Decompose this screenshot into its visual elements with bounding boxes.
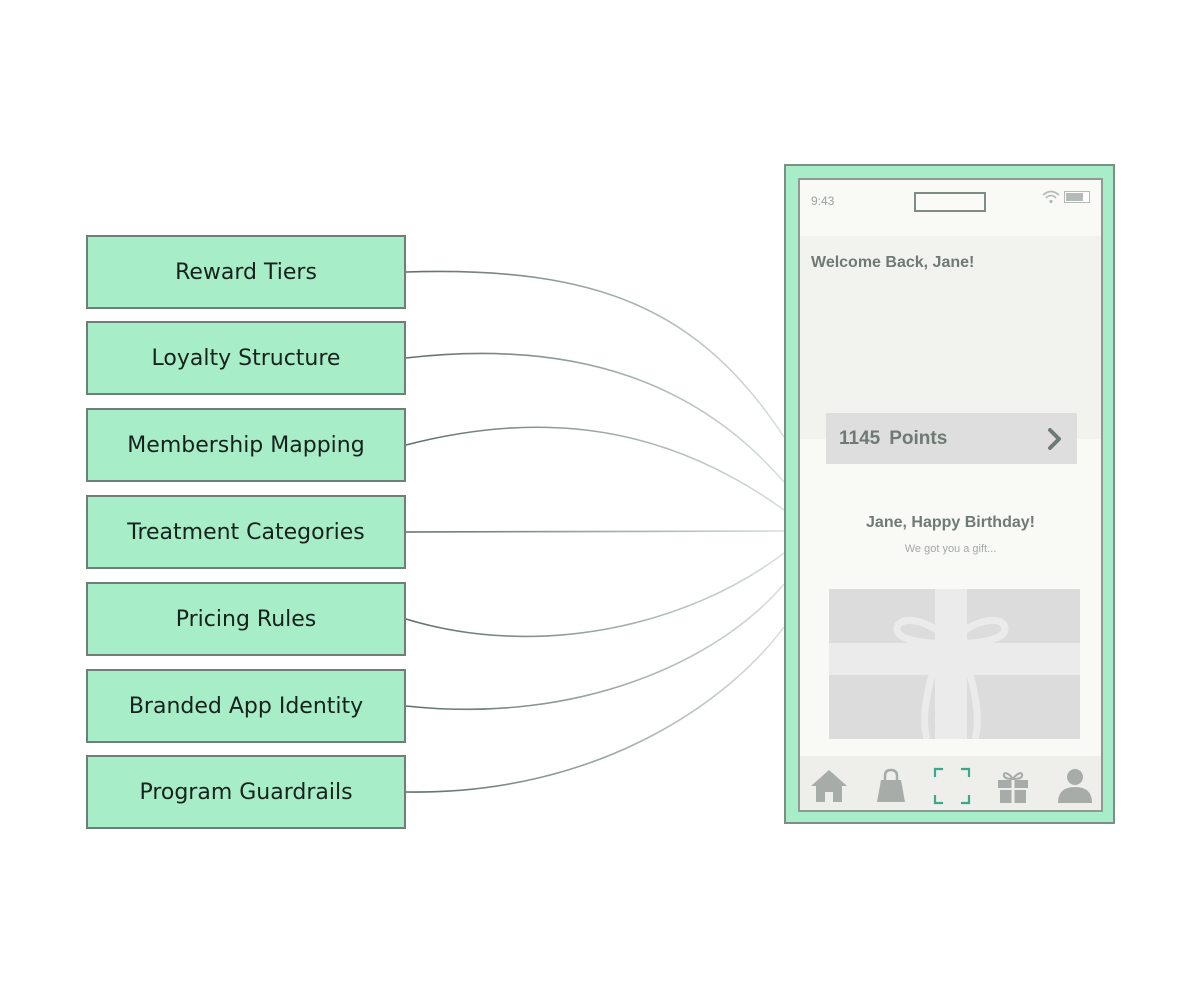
connector-treatment-categories <box>405 530 785 533</box>
tab-rewards[interactable] <box>993 766 1033 806</box>
points-card[interactable]: 1145 Points <box>826 413 1077 464</box>
birthday-title: Jane, Happy Birthday! <box>866 514 1035 531</box>
wifi-icon <box>1042 190 1060 204</box>
feature-box-reward-tiers: Reward Tiers <box>86 235 406 309</box>
shopping-bag-icon <box>877 768 905 802</box>
phone-notch <box>914 192 986 212</box>
battery-icon <box>1064 191 1090 203</box>
connector-membership-mapping <box>405 426 785 511</box>
status-bar: 9:43 <box>800 180 1101 236</box>
feature-box-loyalty-structure: Loyalty Structure <box>86 321 406 395</box>
home-icon <box>811 770 847 802</box>
points-label: Points <box>889 427 948 449</box>
phone-mockup: 9:43 Welcome Back, Jane! 1145 Points <box>784 164 1115 824</box>
profile-icon <box>1058 769 1092 803</box>
feature-label: Reward Tiers <box>175 259 317 285</box>
connector-reward-tiers <box>405 270 785 438</box>
feature-box-treatment-categories: Treatment Categories <box>86 495 406 569</box>
feature-box-program-guardrails: Program Guardrails <box>86 755 406 829</box>
points-value: 1145 <box>839 427 881 449</box>
gift-box-illustration[interactable] <box>829 589 1080 739</box>
feature-box-membership-mapping: Membership Mapping <box>86 408 406 482</box>
tab-shop[interactable] <box>871 766 911 806</box>
phone-screen: 9:43 Welcome Back, Jane! 1145 Points <box>798 178 1103 812</box>
welcome-section: Welcome Back, Jane! <box>800 236 1101 439</box>
feature-box-branded-app-identity: Branded App Identity <box>86 669 406 743</box>
tab-profile[interactable] <box>1055 766 1095 806</box>
feature-label: Membership Mapping <box>127 432 365 458</box>
gift-icon <box>998 772 1028 803</box>
chevron-right-icon <box>1048 428 1061 450</box>
feature-box-pricing-rules: Pricing Rules <box>86 582 406 656</box>
feature-label: Branded App Identity <box>128 693 364 719</box>
feature-label: Loyalty Structure <box>151 345 341 371</box>
feature-label: Program Guardrails <box>139 779 353 805</box>
tab-scan[interactable] <box>932 766 972 806</box>
scan-icon <box>933 767 971 805</box>
tab-home[interactable] <box>809 766 849 806</box>
connector-loyalty-structure <box>405 352 785 483</box>
connector-branded-app-identity <box>405 583 785 711</box>
connector-pricing-rules <box>405 552 785 638</box>
feature-label: Pricing Rules <box>175 606 317 632</box>
welcome-text: Welcome Back, Jane! <box>811 254 975 271</box>
connector-program-guardrails <box>405 626 785 793</box>
bottom-tab-bar <box>800 756 1101 810</box>
birthday-subtitle: We got you a gift... <box>904 543 997 555</box>
feature-label: Treatment Categories <box>127 519 365 545</box>
status-time: 9:43 <box>811 194 835 208</box>
